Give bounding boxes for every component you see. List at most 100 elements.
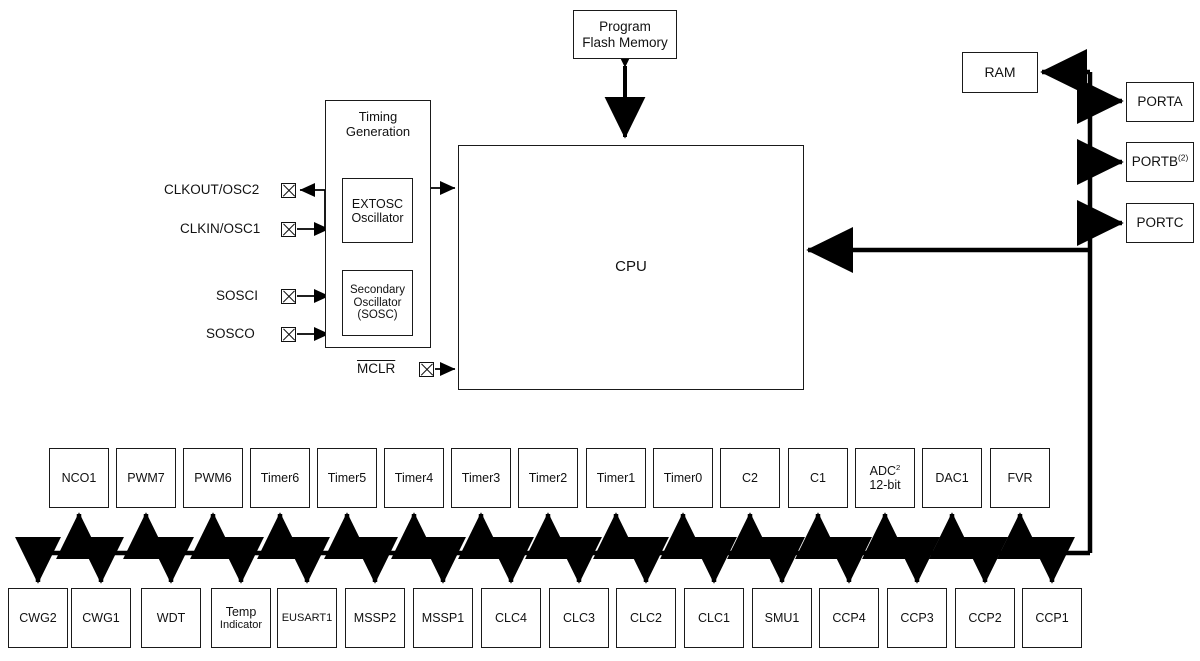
peripheral-block-timer2[interactable]: Timer2 bbox=[518, 448, 578, 508]
peripheral-block-cwg1[interactable]: CWG1 bbox=[71, 588, 131, 648]
peripheral-label: CCP4 bbox=[832, 611, 865, 625]
peripheral-line1: PWM7 bbox=[127, 471, 165, 485]
peripheral-block-c2[interactable]: C2 bbox=[720, 448, 780, 508]
program-flash-memory-label: Program Flash Memory bbox=[582, 19, 668, 49]
pin-label-mclr: MCLR bbox=[357, 361, 396, 376]
peripheral-label: CLC1 bbox=[698, 611, 730, 625]
peripheral-block-timer4[interactable]: Timer4 bbox=[384, 448, 444, 508]
extosc-oscillator-block[interactable]: EXTOSC Oscillator bbox=[342, 178, 413, 243]
peripheral-label: FVR bbox=[1008, 471, 1033, 485]
peripheral-block-dac1[interactable]: DAC1 bbox=[922, 448, 982, 508]
port-block-portb[interactable]: PORTB(2) bbox=[1126, 142, 1194, 182]
pin-symbol-sosci[interactable] bbox=[281, 289, 296, 304]
peripheral-block-ccp3[interactable]: CCP3 bbox=[887, 588, 947, 648]
peripheral-label: Timer4 bbox=[395, 471, 433, 485]
peripheral-line2: 12-bit bbox=[869, 478, 901, 492]
cpu-label: CPU bbox=[615, 258, 647, 276]
peripheral-label: CCP3 bbox=[900, 611, 933, 625]
peripheral-block-clc2[interactable]: CLC2 bbox=[616, 588, 676, 648]
peripheral-block-timer3[interactable]: Timer3 bbox=[451, 448, 511, 508]
extosc-line1: EXTOSC bbox=[351, 196, 404, 211]
peripheral-block-pwm7[interactable]: PWM7 bbox=[116, 448, 176, 508]
pin-symbol-mclr[interactable] bbox=[419, 362, 434, 377]
peripheral-label: CLC4 bbox=[495, 611, 527, 625]
pin-symbol-sosco[interactable] bbox=[281, 327, 296, 342]
peripheral-block-eusart1[interactable]: EUSART1 bbox=[277, 588, 337, 648]
portb-label: PORTB(2) bbox=[1131, 152, 1189, 170]
peripheral-line1: CLC1 bbox=[698, 611, 730, 625]
peripheral-line1: Temp bbox=[225, 604, 257, 619]
peripheral-line1: CCP4 bbox=[832, 611, 866, 625]
peripheral-line1: CLC2 bbox=[630, 611, 662, 625]
peripheral-label: Timer6 bbox=[261, 471, 299, 485]
peripheral-block-temp-indicator[interactable]: Temp Indicator bbox=[211, 588, 271, 648]
peripheral-block-timer6[interactable]: Timer6 bbox=[250, 448, 310, 508]
peripheral-block-mssp2[interactable]: MSSP2 bbox=[345, 588, 405, 648]
pin-label-sosci: SOSCI bbox=[216, 288, 259, 303]
peripheral-line1: NCO1 bbox=[61, 471, 97, 485]
peripheral-block-wdt[interactable]: WDT bbox=[141, 588, 201, 648]
peripheral-line1: Timer1 bbox=[596, 471, 636, 485]
peripheral-block-fvr[interactable]: FVR bbox=[990, 448, 1050, 508]
pin-label-sosco: SOSCO bbox=[206, 326, 255, 341]
peripheral-label: Timer1 bbox=[597, 471, 635, 485]
porta-label: PORTA bbox=[1137, 94, 1182, 109]
peripheral-block-ccp4[interactable]: CCP4 bbox=[819, 588, 879, 648]
sosc-line1: Secondary bbox=[350, 283, 405, 296]
portb-text: PORTB bbox=[1131, 154, 1179, 170]
peripheral-line1: CCP2 bbox=[968, 611, 1002, 625]
secondary-oscillator-block[interactable]: Secondary Oscillator (SOSC) bbox=[342, 270, 413, 336]
peripheral-label: C1 bbox=[810, 471, 826, 485]
peripheral-line1: C1 bbox=[810, 471, 826, 485]
peripheral-label: CLC2 bbox=[630, 611, 662, 625]
peripheral-line1: PWM6 bbox=[194, 471, 232, 485]
peripheral-block-clc1[interactable]: CLC1 bbox=[684, 588, 744, 648]
peripheral-block-clc3[interactable]: CLC3 bbox=[549, 588, 609, 648]
porta-text: PORTA bbox=[1137, 94, 1183, 110]
peripheral-label: CLC3 bbox=[563, 611, 595, 625]
adc-text: ADC bbox=[869, 464, 897, 478]
peripheral-block-nco1[interactable]: NCO1 bbox=[49, 448, 109, 508]
peripheral-block-cwg2[interactable]: CWG2 bbox=[8, 588, 68, 648]
peripheral-line1: CCP3 bbox=[900, 611, 934, 625]
flash-line1: Program bbox=[599, 19, 651, 35]
wires-bus-to-top-peripherals bbox=[56, 512, 1043, 559]
peripheral-label: NCO1 bbox=[62, 471, 97, 485]
peripheral-block-timer5[interactable]: Timer5 bbox=[317, 448, 377, 508]
ram-label: RAM bbox=[984, 63, 1016, 80]
portc-label: PORTC bbox=[1136, 215, 1183, 230]
ram-block[interactable]: RAM bbox=[962, 52, 1038, 93]
peripheral-label: ADC2 12-bit bbox=[869, 463, 901, 492]
peripheral-block-clc4[interactable]: CLC4 bbox=[481, 588, 541, 648]
peripheral-block-timer0[interactable]: Timer0 bbox=[653, 448, 713, 508]
peripheral-line1: DAC1 bbox=[935, 471, 969, 485]
cpu-block[interactable]: CPU bbox=[458, 145, 804, 390]
peripheral-block-mssp1[interactable]: MSSP1 bbox=[413, 588, 473, 648]
portb-superscript: (2) bbox=[1178, 152, 1189, 163]
peripheral-label: CCP2 bbox=[968, 611, 1001, 625]
peripheral-label: PWM6 bbox=[194, 471, 232, 485]
peripheral-block-ccp1[interactable]: CCP1 bbox=[1022, 588, 1082, 648]
peripheral-label: CWG1 bbox=[82, 611, 120, 625]
port-block-porta[interactable]: PORTA bbox=[1126, 82, 1194, 122]
peripheral-block-ccp2[interactable]: CCP2 bbox=[955, 588, 1015, 648]
pin-symbol-clkout-osc2[interactable] bbox=[281, 183, 296, 198]
program-flash-memory-block[interactable]: Program Flash Memory bbox=[573, 10, 677, 59]
peripheral-label: SMU1 bbox=[765, 611, 800, 625]
port-block-portc[interactable]: PORTC bbox=[1126, 203, 1194, 243]
peripheral-block-smu1[interactable]: SMU1 bbox=[752, 588, 812, 648]
peripheral-block-pwm6[interactable]: PWM6 bbox=[183, 448, 243, 508]
peripheral-label: EUSART1 bbox=[282, 612, 333, 624]
timing-generation-label: Timing Generation bbox=[346, 109, 410, 139]
peripheral-block-adc[interactable]: ADC2 12-bit bbox=[855, 448, 915, 508]
pin-label-clkout-osc2: CLKOUT/OSC2 bbox=[164, 182, 260, 197]
sosc-line3: (SOSC) bbox=[357, 309, 398, 322]
peripheral-label: Timer0 bbox=[664, 471, 702, 485]
peripheral-block-timer1[interactable]: Timer1 bbox=[586, 448, 646, 508]
peripheral-line1: Timer6 bbox=[260, 471, 300, 485]
pin-symbol-clkin-osc1[interactable] bbox=[281, 222, 296, 237]
peripheral-line1: C2 bbox=[742, 471, 758, 485]
peripheral-label: C2 bbox=[742, 471, 758, 485]
peripheral-block-c1[interactable]: C1 bbox=[788, 448, 848, 508]
